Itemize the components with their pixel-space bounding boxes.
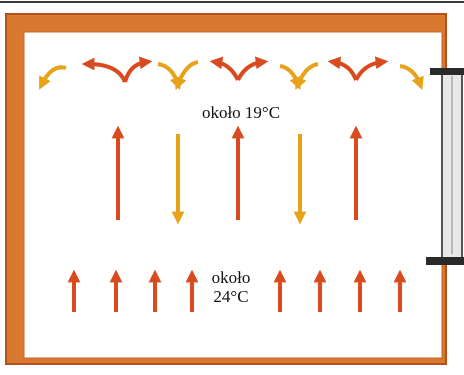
floor-temperature-line2: 24°C (213, 287, 249, 306)
swirl-arrow (236, 56, 269, 81)
ceiling-temperature-label: około 19°C (201, 103, 281, 122)
floor-temperature-line1: około (211, 268, 251, 287)
floor-circulation (67, 269, 407, 312)
swirl-arrow (39, 65, 67, 90)
ceiling-circulation (39, 56, 424, 91)
swirl-arrow (294, 62, 319, 90)
swirl-arrow (327, 56, 358, 81)
swirl-arrow (209, 56, 240, 81)
room-interior (23, 31, 443, 359)
swirl-arrow (354, 56, 389, 81)
swirl-arrow (81, 57, 127, 83)
middle-circulation (111, 125, 363, 225)
radiator-bottom-bracket (426, 257, 464, 265)
floor-temperature-label: około 24°C (196, 268, 266, 306)
swirl-arrow (399, 64, 424, 90)
swirl-arrow (123, 56, 153, 83)
swirl-arrow (174, 60, 199, 90)
radiator (426, 68, 464, 265)
radiator-top-bracket (430, 68, 464, 75)
